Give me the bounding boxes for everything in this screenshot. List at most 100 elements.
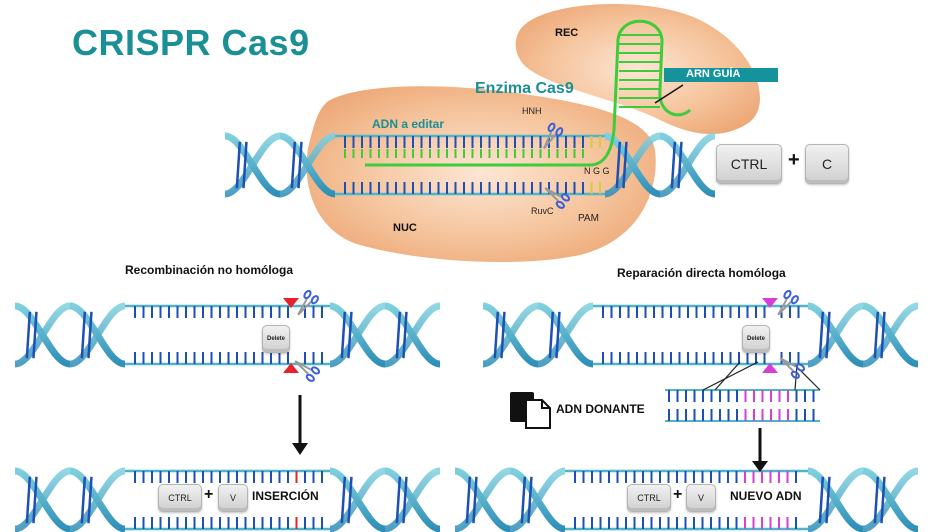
dna-left-after (14, 467, 441, 532)
cut-marker-bottom-right (762, 363, 778, 373)
helix-strand (329, 467, 386, 532)
helix-rung (520, 476, 527, 524)
helix-rung (87, 476, 93, 524)
scissors-icon (544, 187, 571, 209)
helix-rung (825, 476, 831, 524)
nuc-lobe (306, 86, 656, 263)
v-key-right: V (686, 484, 716, 512)
helix-rung (527, 476, 533, 524)
dna-right-after (454, 467, 919, 532)
helix-rung (873, 476, 880, 524)
donor-dna-label: ADN DONANTE (556, 402, 645, 416)
helix-strand (604, 132, 661, 198)
scissors-icon (297, 289, 319, 316)
helix-strand (69, 302, 126, 368)
helix-rung (472, 476, 478, 524)
helix-rung (873, 311, 880, 359)
dna-to-edit-label: ADN a editar (372, 117, 445, 131)
helix-rung (395, 311, 402, 359)
delete-key-left: Delete (262, 325, 290, 353)
helix-rung (340, 476, 347, 524)
right-panel-title: Reparación directa homóloga (617, 266, 786, 280)
helix-rung (290, 141, 297, 189)
guide-rna-label: ARN GUÍA (686, 68, 741, 80)
left-panel-title: Recombinación no homóloga (125, 263, 294, 277)
helix-rung (87, 311, 93, 359)
helix-rung (670, 141, 677, 189)
copy-document-icon (510, 392, 551, 429)
ctrl-key-right: CTRL (627, 484, 671, 512)
helix-strand (14, 302, 71, 368)
scissors-icon (543, 122, 564, 150)
helix-rung (677, 141, 683, 189)
helix-rung (80, 476, 87, 524)
helix-strand (509, 467, 566, 532)
nuc-label: NUC (393, 222, 417, 234)
new-dna-label: NUEVO ADN (730, 489, 802, 503)
pam-sequence: N G G (584, 166, 610, 176)
helix-strand (482, 302, 539, 368)
helix-rung (818, 311, 825, 359)
ctrl-key-left: CTRL (158, 484, 202, 512)
helix-rung (465, 476, 472, 524)
guide-rna-banner (664, 68, 778, 82)
helix-rung (395, 476, 402, 524)
scissors-icon (779, 357, 806, 379)
helix-rung (340, 311, 347, 359)
helix-strand (384, 302, 441, 368)
helix-strand (279, 132, 336, 198)
helix-strand (862, 302, 919, 368)
dna-left-before (14, 302, 441, 368)
enzyme-label: Enzima Cas9 (475, 80, 574, 97)
helix-rung (825, 311, 831, 359)
cut-marker-top-left (283, 298, 299, 308)
dna-right-before (482, 302, 919, 368)
c-key: C (805, 144, 849, 184)
rec-label: REC (555, 27, 579, 39)
plus-sign-right: + (673, 486, 683, 503)
helix-rung (615, 141, 622, 189)
helix-strand (807, 467, 864, 532)
helix-strand (14, 467, 71, 532)
ruvc-label: RuvC (531, 206, 554, 216)
helix-rung (402, 476, 408, 524)
helix-rung (25, 476, 32, 524)
helix-rung (297, 141, 303, 189)
helix-strand (807, 302, 864, 368)
helix-rung (32, 476, 38, 524)
helix-rung (880, 476, 886, 524)
helix-strand (329, 302, 386, 368)
delete-key-right: Delete (742, 325, 770, 353)
helix-rung (80, 311, 87, 359)
helix-rung (500, 311, 506, 359)
guide-rna-pointer (654, 84, 684, 104)
helix-strand (537, 302, 594, 368)
helix-rung (347, 476, 353, 524)
page-title: CRISPR Cas9 (72, 22, 310, 63)
helix-rung (818, 476, 825, 524)
pam-label: PAM (578, 213, 599, 224)
helix-rung (493, 311, 500, 359)
helix-strand (384, 467, 441, 532)
scissors-icon (294, 360, 321, 382)
helix-strand (454, 467, 511, 532)
arrow-left (292, 395, 308, 455)
helix-strand (224, 132, 281, 198)
helix-rung (235, 141, 242, 189)
helix-rung (32, 311, 38, 359)
v-key-left: V (218, 484, 248, 512)
donor-dna (665, 389, 820, 422)
helix-strand (69, 467, 126, 532)
helix-rung (347, 311, 353, 359)
plus-sign-left: + (204, 486, 214, 503)
ctrl-key: CTRL (716, 144, 782, 184)
helix-rung (548, 311, 555, 359)
helix-strand (659, 132, 716, 198)
helix-rung (25, 311, 32, 359)
rec-lobe (515, 3, 760, 135)
cas9-protein (306, 3, 760, 263)
helix-rung (242, 141, 248, 189)
helix-rung (622, 141, 628, 189)
cut-marker-top-right (762, 298, 778, 308)
